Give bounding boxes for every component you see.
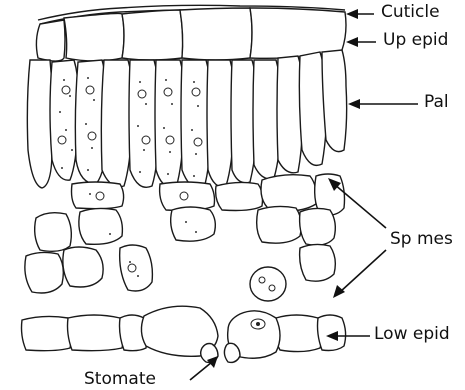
- upper-epidermis-cells: [36, 8, 346, 61]
- stomate-guard-cells: [141, 306, 280, 362]
- label-spongy-mesophyll: Sp mes: [390, 231, 453, 248]
- label-cuticle: Cuticle: [381, 4, 440, 21]
- palisade-cells: [27, 50, 346, 189]
- label-upper-epidermis: Up epid: [383, 32, 448, 49]
- spongy-mesophyll-cells: [25, 174, 345, 301]
- label-lower-epidermis: Low epid: [374, 326, 450, 343]
- label-palisade: Pal: [424, 94, 449, 111]
- arrow-upper-epidermis: [346, 37, 376, 47]
- arrow-palisade: [348, 99, 418, 109]
- arrow-spongy-mesophyll-lower: [333, 250, 386, 298]
- arrow-cuticle: [346, 9, 374, 19]
- label-stomate: Stomate: [84, 371, 156, 388]
